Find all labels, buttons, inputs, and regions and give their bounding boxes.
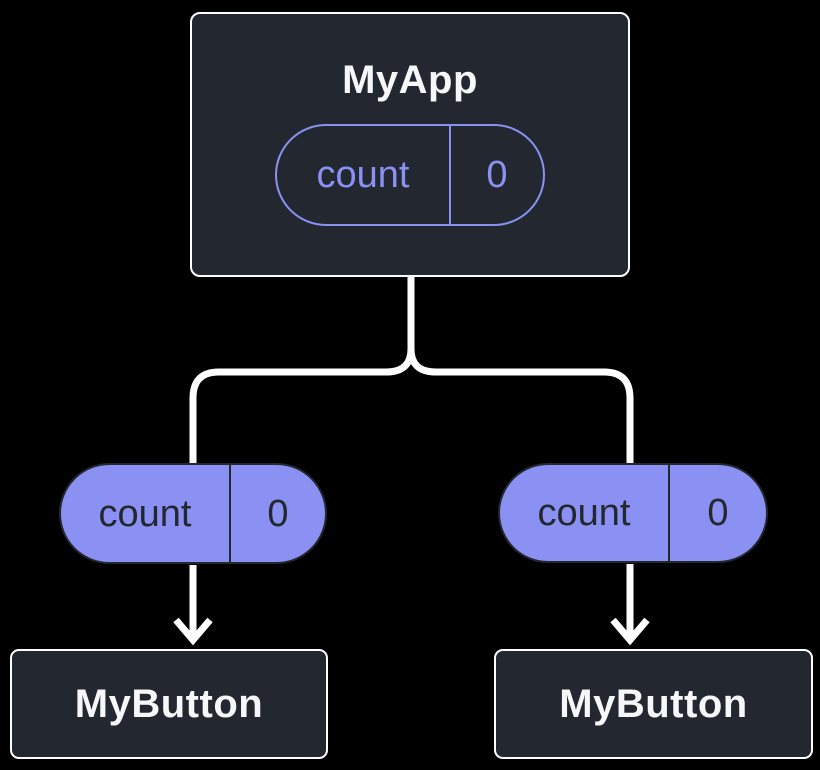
arrow-down-right-icon xyxy=(610,564,650,646)
prop-value-left: 0 xyxy=(229,465,325,562)
prop-pill-right: count 0 xyxy=(498,463,768,563)
mybutton-right-node: MyButton xyxy=(494,649,813,759)
prop-name-right: count xyxy=(537,492,631,534)
state-value: 0 xyxy=(449,126,543,224)
arrow-right-head xyxy=(610,617,650,646)
prop-value-right: 0 xyxy=(668,465,766,561)
mybutton-left-title: MyButton xyxy=(74,682,264,726)
prop-pill-left: count 0 xyxy=(59,463,327,564)
branch-left-line xyxy=(189,348,415,464)
myapp-title: MyApp xyxy=(342,58,478,102)
mybutton-right-title: MyButton xyxy=(559,682,748,726)
prop-name-left: count xyxy=(98,492,192,535)
branch-right-line xyxy=(407,348,634,464)
arrow-down-left-icon xyxy=(173,565,213,646)
myapp-node: MyApp count 0 xyxy=(190,12,630,277)
mybutton-left-node: MyButton xyxy=(10,649,328,759)
state-name: count xyxy=(316,154,410,196)
arrow-left-head xyxy=(173,617,213,646)
state-pill: count 0 xyxy=(275,124,545,226)
